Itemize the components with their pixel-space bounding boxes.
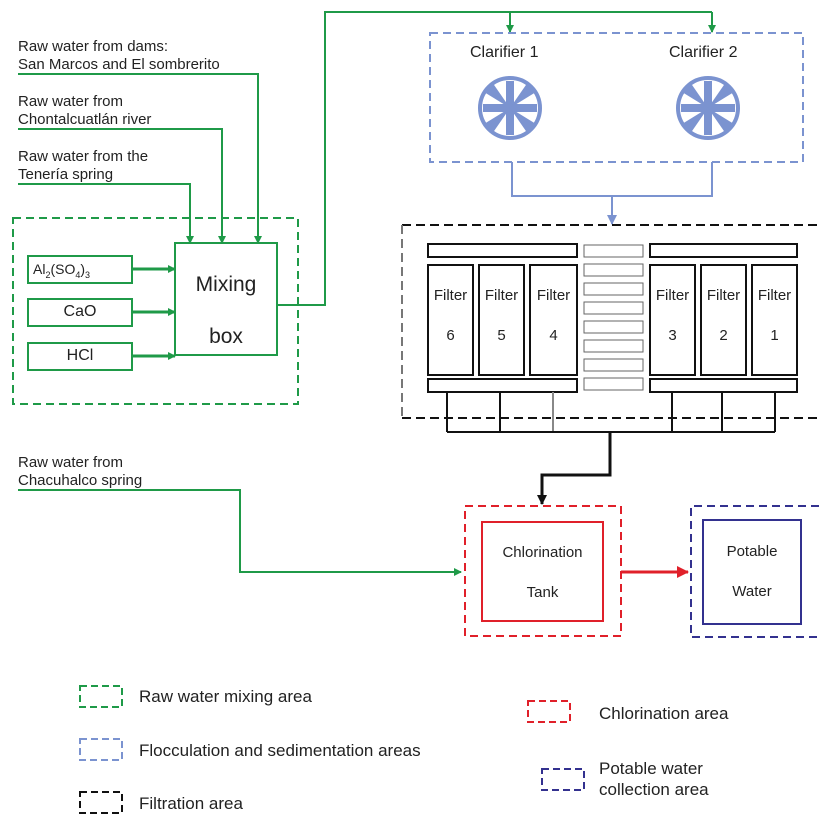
- chlorination-area-boundary: [464, 505, 622, 637]
- alum-label: Al2(SO4)3: [33, 261, 91, 280]
- central-gallery: [583, 244, 644, 391]
- spring-feed-line: [18, 183, 194, 244]
- filter-left-bottom-channel: [427, 378, 578, 393]
- dams-source-label: Raw water from dams: San Marcos and El s…: [18, 38, 220, 73]
- legend-chlorination-swatch: [527, 700, 571, 723]
- filter-2-word: Filter: [706, 287, 741, 304]
- hcl-label: HCl: [66, 347, 94, 364]
- filter-5-number: 5: [497, 327, 506, 344]
- potable-water-box: [702, 519, 802, 625]
- dams-feed-line: [18, 73, 262, 244]
- filter-4-word: Filter: [536, 287, 571, 304]
- filter-6-number: 6: [446, 327, 455, 344]
- legend-potable-swatch: [541, 768, 585, 791]
- clarifier-2-label: Clarifier 2: [669, 44, 738, 61]
- filter-left-top-channel: [427, 243, 578, 258]
- clarifiers-outlet-line: [511, 162, 713, 197]
- cao-label: CaO: [63, 303, 97, 320]
- legend-mixing-swatch: [79, 685, 123, 708]
- filter-1-number: 1: [770, 327, 779, 344]
- filter-1-word: Filter: [757, 287, 792, 304]
- filter-3-number: 3: [668, 327, 677, 344]
- filter-5-word: Filter: [484, 287, 519, 304]
- mixing-to-clarifiers-line: [277, 11, 712, 306]
- filter-6-word: Filter: [433, 287, 468, 304]
- filter-1-body: [751, 264, 798, 376]
- legend-flocculation-swatch: [79, 738, 123, 761]
- legend-filtration-label: Filtration area: [139, 794, 243, 813]
- filter-2-number: 2: [719, 327, 728, 344]
- river-feed-line: [18, 128, 226, 244]
- mixing-area-boundary: [12, 217, 299, 405]
- filter-drain-manifold: [446, 392, 776, 433]
- chlorination-tank-label-2: Tank: [526, 584, 559, 601]
- legend-filtration-swatch: [79, 791, 123, 814]
- flocculation-area-boundary: [429, 32, 804, 163]
- clarifier-1-impeller: [478, 76, 542, 140]
- filter-5-body: [478, 264, 525, 376]
- clarifier-1-label: Clarifier 1: [470, 44, 539, 61]
- potable-area-boundary: [690, 505, 819, 638]
- legend-chlorination-label: Chlorination area: [599, 704, 729, 723]
- chacuhalco-feed-line: [18, 489, 462, 576]
- filter-right-bottom-channel: [649, 378, 798, 393]
- mixing-box-label-1: Mixing: [195, 273, 257, 296]
- filter-3-body: [649, 264, 696, 376]
- chlorination-tank-box: [481, 521, 604, 622]
- potable-water-label-2: Water: [732, 583, 772, 600]
- mixing-box-label-2: box: [209, 325, 243, 348]
- legend-potable-label: Potable water collection area: [599, 759, 709, 799]
- chacuhalco-source-label: Raw water from Chacuhalco spring: [18, 454, 143, 489]
- legend-mixing-label: Raw water mixing area: [139, 687, 312, 706]
- potable-water-label-1: Potable: [726, 543, 778, 560]
- filter-4-number: 4: [549, 327, 558, 344]
- chlorination-tank-label-1: Chlorination: [502, 544, 583, 561]
- filter-3-word: Filter: [655, 287, 690, 304]
- filter-6-body: [427, 264, 474, 376]
- filter-4-body: [529, 264, 578, 376]
- filter-right-top-channel: [649, 243, 798, 258]
- filters-to-chlorination-arrow: [537, 432, 612, 505]
- filter-2-body: [700, 264, 747, 376]
- spring-source-label: Raw water from the Tenería spring: [18, 148, 149, 183]
- legend-flocculation-label: Flocculation and sedimentation areas: [139, 741, 421, 760]
- clarifier-2-impeller: [676, 76, 740, 140]
- river-source-label: Raw water from Chontalcuatlán river: [18, 93, 152, 128]
- mixing-box: [174, 242, 278, 356]
